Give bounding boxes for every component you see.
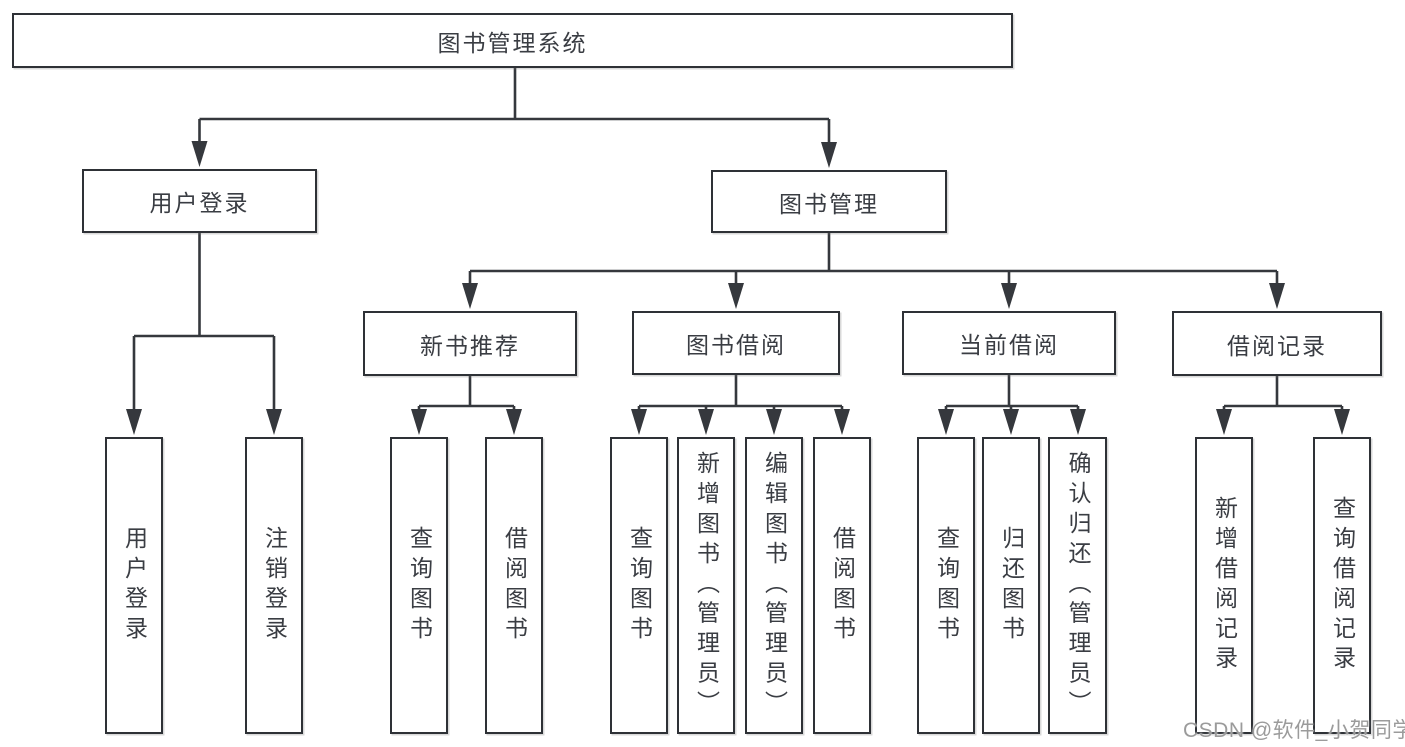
arrowhead-icon xyxy=(266,409,282,435)
arrowhead-icon xyxy=(766,409,782,435)
leaf-add-borrow-record-label: 新增借阅记录 xyxy=(1211,495,1238,676)
leaf-add-borrow-record: 新增借阅记录 xyxy=(1195,437,1253,734)
watermark: CSDN @软件_小贺同学 xyxy=(1183,719,1405,742)
leaf-confirm-return-admin: 确认归还（管理员） xyxy=(1048,437,1107,734)
arrowhead-icon xyxy=(411,409,427,435)
leaf-logout: 注销登录 xyxy=(245,437,303,734)
connector-root-to-level2 xyxy=(191,68,837,168)
leaf-current-query-books: 查询图书 xyxy=(917,437,975,734)
leaf-query-borrow-record: 查询借阅记录 xyxy=(1313,437,1371,734)
leaf-logout-label: 注销登录 xyxy=(261,525,288,646)
arrowhead-icon xyxy=(698,409,714,435)
connector-current-borrow-to-leaves xyxy=(938,375,1086,435)
leaf-add-books-admin: 新增图书（管理员） xyxy=(677,437,735,734)
leaf-borrow-books-label: 借阅图书 xyxy=(829,525,856,646)
leaf-edit-books-admin-label: 编辑图书（管理员） xyxy=(761,450,788,721)
node-user-login-label: 用户登录 xyxy=(149,190,250,216)
node-current-borrow-label: 当前借阅 xyxy=(959,332,1059,358)
leaf-recommend-borrow-books: 借阅图书 xyxy=(485,437,543,734)
connector-new-book-to-leaves xyxy=(411,376,522,435)
leaf-edit-books-admin: 编辑图书（管理员） xyxy=(745,437,803,734)
arrowhead-icon xyxy=(1269,283,1285,309)
arrowhead-icon xyxy=(821,142,837,168)
arrowhead-icon xyxy=(728,283,744,309)
node-book-borrow-label: 图书借阅 xyxy=(686,332,786,358)
arrowhead-icon xyxy=(1216,409,1232,435)
leaf-recommend-query-books-label: 查询图书 xyxy=(406,525,433,646)
leaf-user-login-label: 用户登录 xyxy=(121,525,148,646)
arrowhead-icon xyxy=(938,409,954,435)
arrowhead-icon xyxy=(1003,409,1019,435)
leaf-recommend-borrow-books-label: 借阅图书 xyxy=(501,525,528,646)
node-book-management-label: 图书管理 xyxy=(779,190,879,217)
arrowhead-icon xyxy=(191,141,208,167)
node-borrow-records-label: 借阅记录 xyxy=(1227,332,1327,359)
node-root-label: 图书管理系统 xyxy=(437,29,588,56)
node-new-book-recommend-label: 新书推荐 xyxy=(420,332,520,359)
connector-borrow-records-to-leaves xyxy=(1216,376,1350,435)
arrowhead-icon xyxy=(1070,409,1086,435)
arrowhead-icon xyxy=(462,283,478,309)
leaf-confirm-return-admin-label: 确认归还（管理员） xyxy=(1065,450,1091,721)
leaf-borrow-query-books: 查询图书 xyxy=(610,437,668,734)
arrowhead-icon xyxy=(506,409,522,435)
node-root: 图书管理系统 xyxy=(12,13,1013,68)
leaf-add-books-admin-label: 新增图书（管理员） xyxy=(693,450,720,721)
connector-book-management-to-level3 xyxy=(462,233,1285,309)
connector-user-login-to-leaves xyxy=(126,233,282,435)
connector-book-borrow-to-leaves xyxy=(631,375,850,435)
arrowhead-icon xyxy=(834,409,850,435)
node-book-borrow: 图书借阅 xyxy=(632,311,840,375)
node-current-borrow: 当前借阅 xyxy=(902,311,1116,375)
leaf-query-borrow-record-label: 查询借阅记录 xyxy=(1329,495,1356,676)
leaf-borrow-books: 借阅图书 xyxy=(813,437,871,734)
node-user-login: 用户登录 xyxy=(82,169,317,233)
leaf-user-login: 用户登录 xyxy=(105,437,163,734)
node-borrow-records: 借阅记录 xyxy=(1172,311,1382,376)
leaf-borrow-query-books-label: 查询图书 xyxy=(626,525,653,646)
leaf-return-books: 归还图书 xyxy=(982,437,1040,734)
arrowhead-icon xyxy=(126,409,142,435)
arrowhead-icon xyxy=(631,409,647,435)
node-new-book-recommend: 新书推荐 xyxy=(363,311,577,376)
leaf-recommend-query-books: 查询图书 xyxy=(390,437,448,734)
arrowhead-icon xyxy=(1334,409,1350,435)
leaf-return-books-label: 归还图书 xyxy=(998,525,1025,646)
leaf-current-query-books-label: 查询图书 xyxy=(933,525,960,646)
arrowhead-icon xyxy=(1001,283,1017,309)
node-book-management: 图书管理 xyxy=(711,170,947,233)
